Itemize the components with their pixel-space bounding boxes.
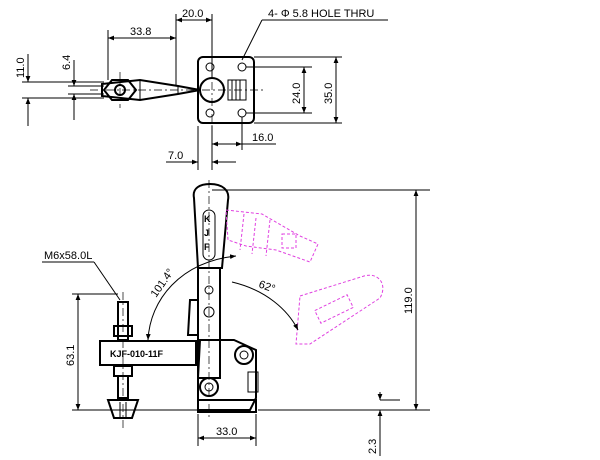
dim-height-6-4: 6.4 <box>61 55 73 70</box>
dim-arm-reach: 33.8 <box>130 26 151 38</box>
dim-base-33: 33.0 <box>216 426 237 438</box>
clamp-body <box>197 339 257 411</box>
dim-base-35: 35.0 <box>323 83 335 104</box>
spindle-hex-top <box>102 79 138 101</box>
phantom-open-position <box>225 209 384 345</box>
dim-height-11: 11.0 <box>15 57 27 78</box>
top-view <box>22 14 388 170</box>
dim-height-63-1: 63.1 <box>65 345 77 366</box>
angle-62: 62° <box>257 279 277 296</box>
mount-hole <box>237 108 247 118</box>
handle-grip <box>192 182 230 269</box>
base-plate-side <box>197 399 257 413</box>
pivot-pin <box>234 345 254 365</box>
part-label: KJF-010-11F <box>110 349 164 359</box>
angle-open: 101.4° <box>149 267 177 300</box>
hole-note: 4- Φ 5.8 HOLE THRU <box>268 8 374 20</box>
mount-hole <box>205 108 215 118</box>
dim-height-119: 119.0 <box>403 287 415 314</box>
dim-offset-7: 7.0 <box>168 150 183 162</box>
dim-base-2-3: 2.3 <box>367 439 379 454</box>
dim-base-24: 24.0 <box>291 83 303 104</box>
bolt-spec: M6x58.0L <box>44 250 92 262</box>
spindle-tip <box>106 399 140 419</box>
svg-text:J: J <box>204 228 209 238</box>
clamp-arm-side <box>99 340 197 366</box>
side-view: K J F KJF-010-11F <box>42 180 430 456</box>
mount-hole <box>237 62 247 72</box>
svg-text:K: K <box>204 214 211 224</box>
dim-offset-16: 16.0 <box>252 132 273 144</box>
svg-text:F: F <box>204 242 210 252</box>
dim-width-top: 20.0 <box>182 8 203 20</box>
mount-hole <box>205 62 215 72</box>
